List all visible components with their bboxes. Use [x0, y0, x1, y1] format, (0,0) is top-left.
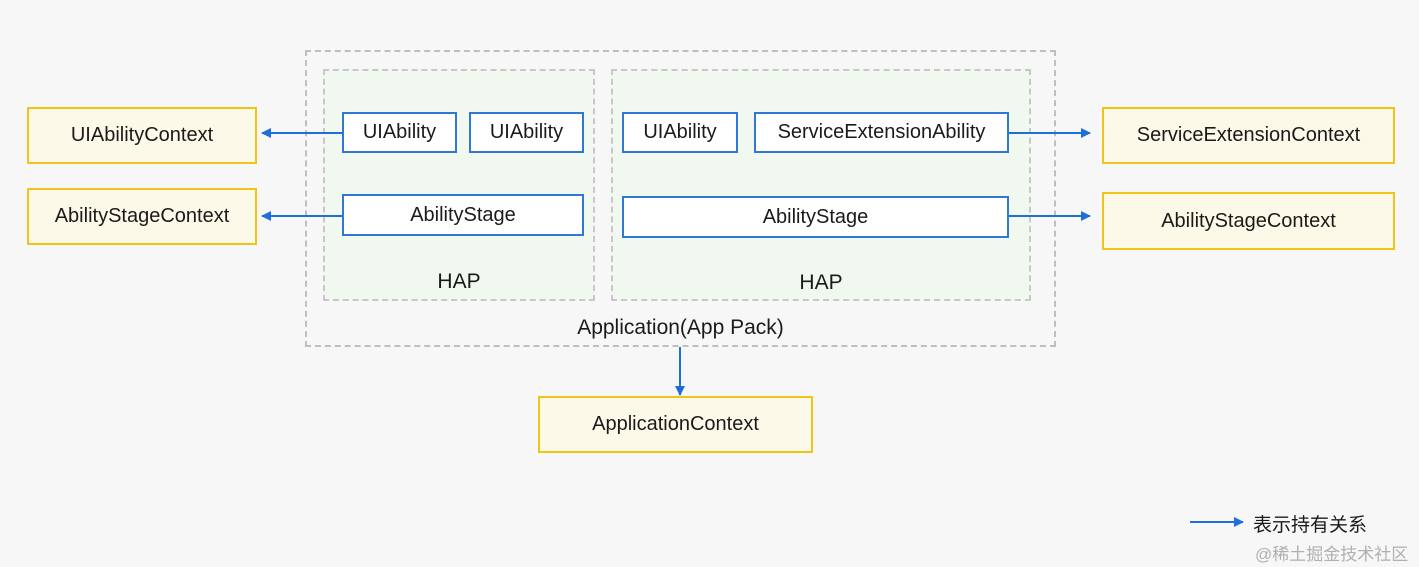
uiability-context-box: UIAbilityContext — [27, 107, 257, 164]
application-context-box: ApplicationContext — [538, 396, 813, 453]
service-extension-context-box: ServiceExtensionContext — [1102, 107, 1395, 164]
abilitystage-box-left: AbilityStage — [342, 194, 584, 236]
abilitystage-context-box-right: AbilityStageContext — [1102, 192, 1395, 250]
uiability-box-left-2: UIAbility — [469, 112, 584, 153]
hap-container-right — [611, 69, 1031, 301]
abilitystage-context-box-left: AbilityStageContext — [27, 188, 257, 245]
uiability-box-left-1: UIAbility — [342, 112, 457, 153]
hap-label-left: HAP — [437, 270, 481, 293]
abilitystage-box-right: AbilityStage — [622, 196, 1009, 238]
application-app-pack-container — [305, 50, 1056, 347]
application-app-pack-label: Application(App Pack) — [577, 316, 784, 339]
hap-label-right: HAP — [799, 271, 843, 294]
watermark: @稀土掘金技术社区 — [1255, 545, 1409, 564]
service-extension-ability-box: ServiceExtensionAbility — [754, 112, 1009, 153]
legend-label: 表示持有关系 — [1253, 515, 1368, 536]
uiability-box-right: UIAbility — [622, 112, 738, 153]
hap-container-left — [323, 69, 595, 301]
